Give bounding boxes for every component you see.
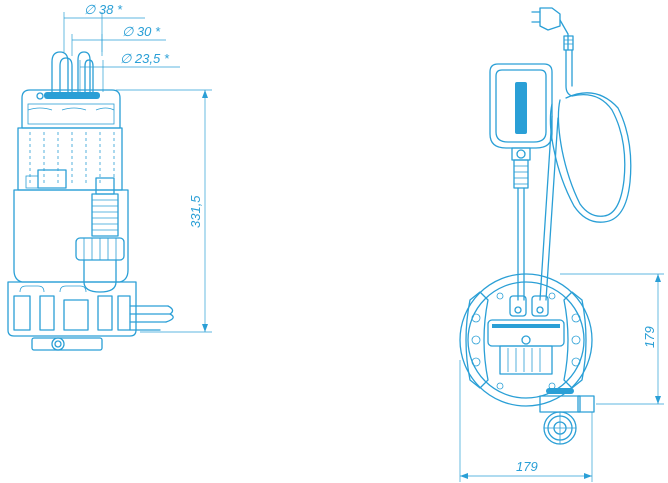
top-brand-logo [546, 388, 574, 394]
float-switch-icon [489, 63, 553, 301]
diameter-dimensions [63, 12, 180, 92]
dimension-height-331-5: 331,5 [188, 195, 203, 228]
float-brand-logo [515, 82, 527, 134]
dimension-dia-23-5: ∅ 23,5 * [120, 51, 170, 66]
brand-logo [44, 92, 100, 99]
dimension-height-179: 179 [642, 326, 657, 348]
dimension-width-179: 179 [516, 459, 538, 474]
pump-top-view [459, 273, 595, 445]
dimension-dia-30: ∅ 30 * [122, 24, 161, 39]
power-cable [557, 93, 626, 217]
pump-side-view [7, 51, 174, 351]
dimension-dia-38: ∅ 38 * [84, 2, 123, 17]
width-dimension-179 [459, 360, 593, 482]
height-dimension-179 [560, 273, 664, 405]
height-dimension-331-5 [116, 89, 212, 333]
